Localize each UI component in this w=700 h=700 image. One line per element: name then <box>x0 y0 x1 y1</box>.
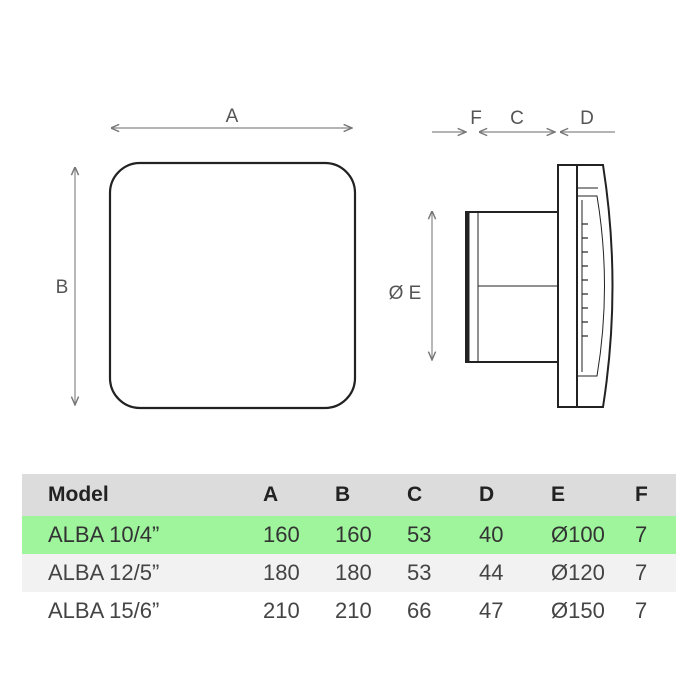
cell-model: ALBA 15/6” <box>48 598 160 623</box>
specifications-table: Model A B C D E F ALBA 10/4” 160 160 53 … <box>22 474 676 630</box>
cell-d: 40 <box>479 516 551 554</box>
dimension-a-label: A <box>226 106 239 127</box>
cell-a: 180 <box>263 554 335 592</box>
cell-a: 160 <box>263 516 335 554</box>
dimension-b-label: B <box>56 277 69 298</box>
header-f: F <box>635 474 676 516</box>
cell-f: 7 <box>635 554 676 592</box>
dimension-drawing: A B F C D Ø E <box>56 106 615 410</box>
header-e: E <box>551 474 635 516</box>
dimension-e-label: Ø E <box>389 283 422 304</box>
cell-e: Ø120 <box>551 554 635 592</box>
cell-d: 47 <box>479 598 504 623</box>
cell-e: Ø100 <box>551 516 635 554</box>
side-view <box>465 164 614 408</box>
cell-b: 180 <box>335 554 407 592</box>
cell-c: 66 <box>407 598 432 623</box>
header-d: D <box>479 474 551 516</box>
dimension-c-label: C <box>510 108 524 129</box>
table-row: ALBA 15/6” 210 210 66 47 Ø150 7 <box>22 592 676 630</box>
table-row: ALBA 10/4” 160 160 53 40 Ø100 7 <box>22 516 676 554</box>
cell-d: 44 <box>479 554 551 592</box>
header-b: B <box>335 474 407 516</box>
cell-e: Ø150 <box>551 598 605 623</box>
table-header: Model A B C D E F <box>22 474 676 516</box>
cell-c: 53 <box>407 516 479 554</box>
header-model: Model <box>22 474 263 516</box>
dimension-f-label: F <box>470 108 482 129</box>
cell-model: ALBA 12/5” <box>22 554 263 592</box>
cell-f: 7 <box>635 598 648 623</box>
table-row: ALBA 12/5” 180 180 53 44 Ø120 7 <box>22 554 676 592</box>
header-a: A <box>263 474 335 516</box>
cell-a: 210 <box>263 598 300 623</box>
cell-model: ALBA 10/4” <box>22 516 263 554</box>
cell-f: 7 <box>635 516 676 554</box>
dimension-d-label: D <box>580 108 594 129</box>
cell-c: 53 <box>407 554 479 592</box>
cell-b: 210 <box>335 598 372 623</box>
front-view <box>108 161 357 410</box>
header-c: C <box>407 474 479 516</box>
cell-b: 160 <box>335 516 407 554</box>
